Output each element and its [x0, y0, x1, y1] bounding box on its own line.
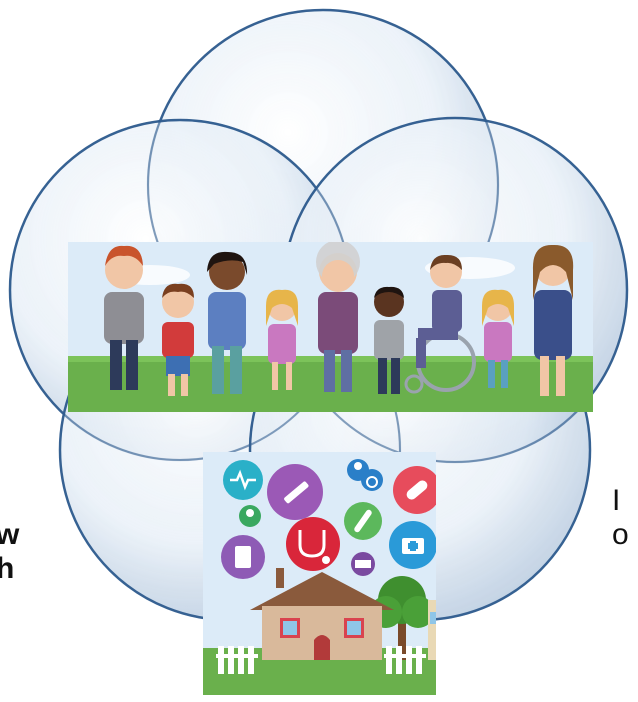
- fence-right: [384, 646, 426, 674]
- partial-label-right: I o: [612, 484, 629, 551]
- person-girl-blonde: [266, 289, 298, 390]
- clipboard-icon: [221, 535, 265, 579]
- syringe-icon: [267, 464, 323, 520]
- person-boy-grey-shirt: [374, 286, 404, 394]
- first-aid-kit-icon: [389, 521, 436, 569]
- wheelchair-icon: [361, 469, 383, 491]
- person-woman-blue-top: [207, 251, 248, 394]
- side-building: [428, 600, 436, 660]
- fence-left: [216, 646, 258, 674]
- nurse-figure-icon: [239, 505, 261, 527]
- person-man-red-hair: [104, 245, 144, 390]
- heart-monitor-icon: [223, 460, 263, 500]
- stethoscope-icon: [286, 517, 340, 571]
- home-health-illustration: [203, 452, 436, 695]
- partial-label-left: w h: [0, 518, 20, 585]
- person-elderly-woman: [316, 242, 360, 392]
- house: [250, 568, 394, 660]
- person-boy-red-shirt: [162, 283, 194, 396]
- pill-icon: [393, 466, 436, 514]
- person-girl-blonde-2: [482, 289, 514, 388]
- people-illustration: [68, 242, 593, 412]
- person-woman-navy: [532, 244, 574, 396]
- ambulance-icon: [351, 552, 375, 576]
- person-in-wheelchair: [404, 254, 476, 394]
- thermometer-icon: [344, 502, 382, 540]
